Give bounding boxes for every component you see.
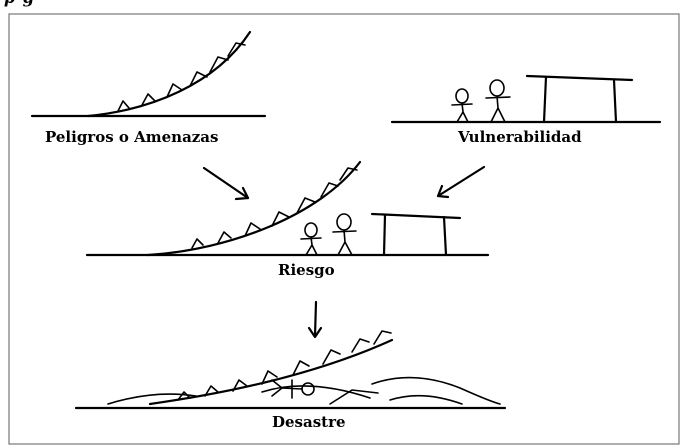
arrow-head <box>234 186 250 201</box>
vulnerability-panel: Vulnerabilidad <box>390 74 662 146</box>
disaster-flag <box>261 370 278 385</box>
hazard-label: Peligros o Amenazas <box>45 128 218 146</box>
disaster-flag <box>351 338 370 353</box>
disaster-flag <box>322 349 341 365</box>
risk-flag <box>244 222 261 237</box>
disaster-flag <box>373 330 392 345</box>
person-figure <box>451 88 473 123</box>
house-structure <box>525 74 634 124</box>
disaster-panel: Desastre <box>74 330 507 431</box>
diagram-border <box>8 13 680 445</box>
debris-line <box>261 385 371 399</box>
disaster-flag <box>177 391 191 401</box>
hazard-flag <box>209 56 229 73</box>
risk-flag <box>191 238 204 249</box>
risk-flag <box>320 182 339 198</box>
person-figure <box>332 213 357 256</box>
cropped-caption: p g <box>4 0 35 7</box>
disaster-flag <box>204 385 219 397</box>
arrow-hazard-to-risk <box>202 166 250 200</box>
hazard-flag <box>141 93 156 106</box>
debris-line <box>107 393 197 405</box>
risk-flag <box>271 211 290 227</box>
risk-panel: Riesgo <box>85 160 490 279</box>
fallen-person-figure <box>271 379 315 399</box>
disaster-flag <box>292 360 310 376</box>
hazard-wave-curve <box>86 30 252 118</box>
person-figure <box>300 222 322 256</box>
hazard-panel: Peligros o Amenazas <box>30 30 267 146</box>
person-figure <box>485 79 511 123</box>
hazard-flag <box>166 83 183 98</box>
arrow-head <box>307 326 323 339</box>
arrow-head <box>436 184 450 199</box>
arrow-risk-to-disaster <box>313 300 318 338</box>
hazard-flag <box>117 100 130 112</box>
vulnerability-label: Vulnerabilidad <box>457 128 582 146</box>
disaster-flag <box>232 379 248 392</box>
disaster-wave-curve <box>148 338 394 406</box>
risk-flag <box>339 167 358 181</box>
risk-wave-curve <box>146 160 362 257</box>
debris-line <box>329 389 379 405</box>
risk-label: Riesgo <box>278 261 335 279</box>
arrow-vulnerability-to-risk <box>436 165 486 198</box>
risk-flag <box>217 231 232 244</box>
disaster-label: Desastre <box>272 413 346 431</box>
risk-flag <box>296 197 316 214</box>
debris-line <box>371 376 501 405</box>
debris-line <box>389 394 463 405</box>
hazard-flag <box>227 42 246 57</box>
house-structure <box>370 212 462 257</box>
hazard-flag <box>189 71 208 87</box>
